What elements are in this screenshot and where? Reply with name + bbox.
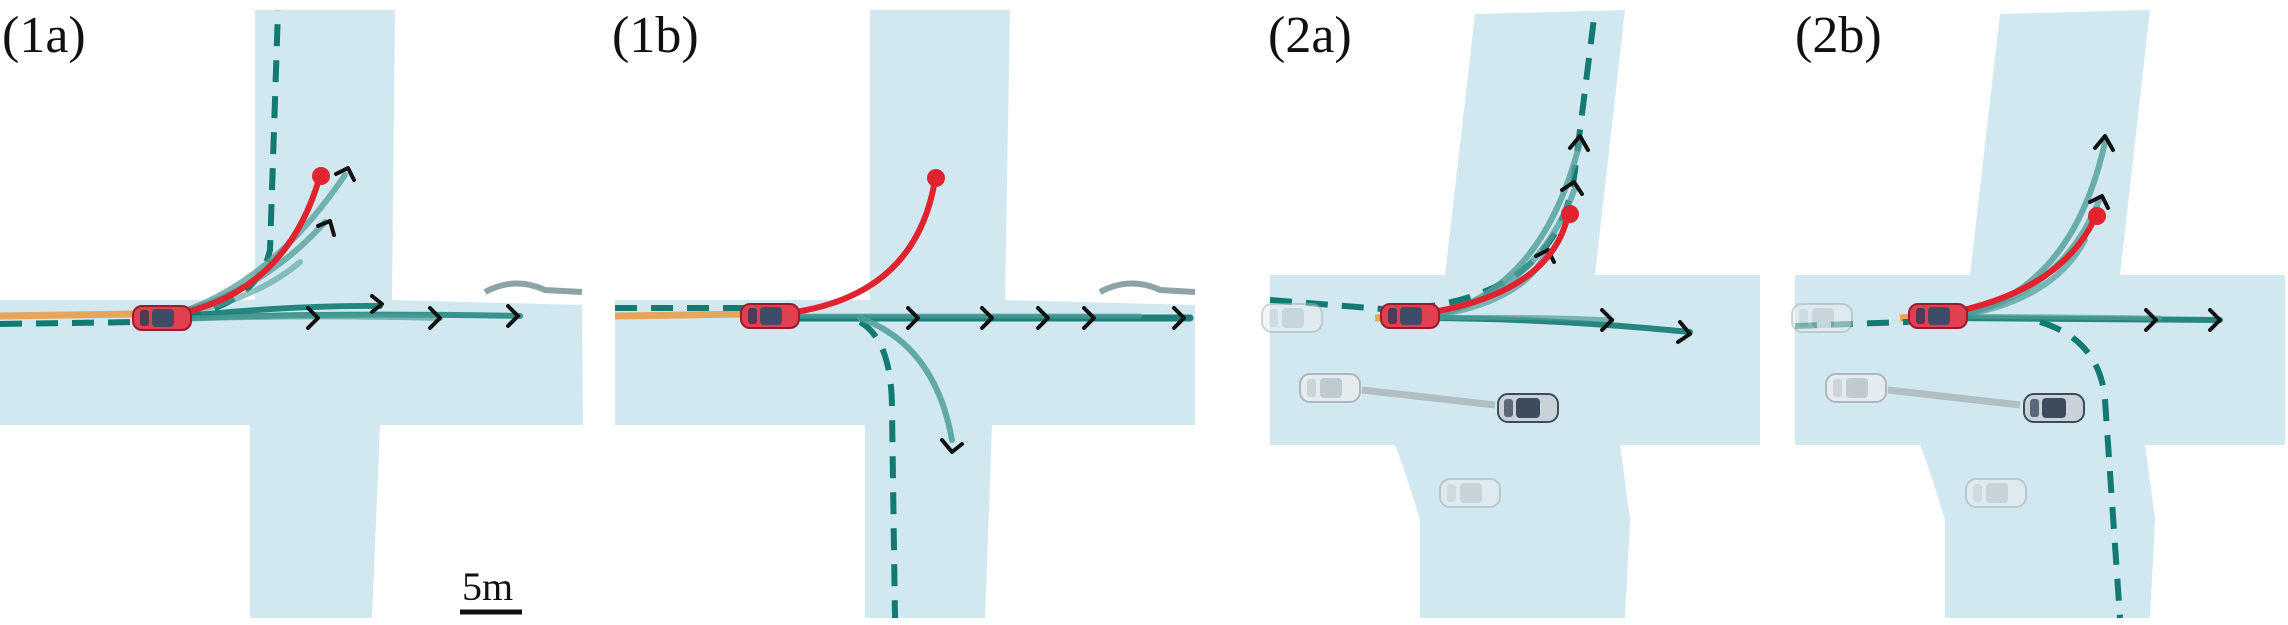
goal-marker <box>1561 205 1579 223</box>
other-agent-path <box>1098 280 1196 295</box>
ego-car <box>132 305 192 331</box>
ego-car <box>740 303 800 329</box>
ground-truth-future <box>1419 214 1571 317</box>
other-vehicles <box>1261 303 1559 508</box>
panel-2a: (2a) <box>1261 7 1760 618</box>
scale-bar: 5m <box>460 564 522 615</box>
parked-car <box>1439 478 1501 508</box>
trajectory-arrowheads <box>2088 134 2222 332</box>
road-surface <box>1795 10 2285 618</box>
panel-label: (2b) <box>1795 7 1882 64</box>
other-agent-path <box>483 280 583 295</box>
ego-car <box>1380 303 1440 329</box>
reference-route <box>2039 319 2123 619</box>
ground-truth-future <box>779 179 938 317</box>
dark-car <box>2023 393 2085 423</box>
trajectory-arrowheads <box>306 166 520 330</box>
ego-car <box>1908 303 1968 329</box>
other-car <box>1299 373 1361 403</box>
road-surface <box>1270 10 1760 618</box>
other-vehicles <box>1791 303 2085 508</box>
other-car-path <box>1887 386 2021 409</box>
parked-car <box>1791 303 1853 333</box>
panel-label: (1a) <box>2 7 86 64</box>
reference-route <box>858 319 898 619</box>
goal-marker <box>927 169 945 187</box>
panel-1b: (1b) <box>612 7 1196 619</box>
reference-route <box>1794 317 1961 329</box>
other-car-path <box>1361 386 1496 409</box>
panel-label: (2a) <box>1268 7 1352 64</box>
goal-marker <box>312 167 330 185</box>
past-trajectory <box>0 310 136 320</box>
ground-truth-future <box>1944 216 2098 317</box>
past-trajectory <box>614 310 751 320</box>
dark-car <box>1497 393 1559 423</box>
panel-1a: (1a) 5m <box>0 7 583 618</box>
goal-marker <box>2088 207 2106 225</box>
parked-car <box>1261 303 1323 333</box>
scale-bar-label: 5m <box>462 564 513 609</box>
other-car <box>1825 373 1887 403</box>
panel-2b: (2b) <box>1791 7 2285 619</box>
trajectory-arrowheads <box>1534 134 1692 344</box>
trajectory-arrowheads <box>906 306 1186 454</box>
panel-label: (1b) <box>612 7 699 64</box>
parked-car <box>1965 478 2027 508</box>
ground-truth-future <box>164 175 323 319</box>
